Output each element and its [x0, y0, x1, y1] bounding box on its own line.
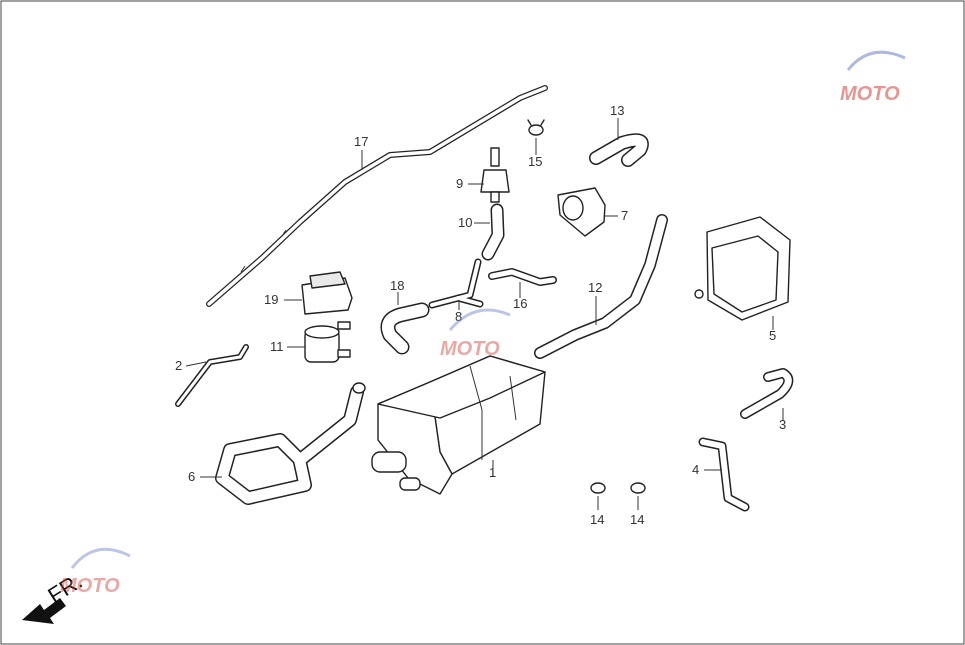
- callout-18: 18: [390, 278, 404, 293]
- callout-17: 17: [354, 134, 368, 149]
- callout-8: 8: [455, 309, 462, 324]
- watermark-text: MOTO: [840, 83, 900, 105]
- callout-3: 3: [779, 417, 786, 432]
- watermark-text: MOTO: [440, 338, 500, 360]
- callout-15: 15: [528, 154, 542, 169]
- callout-2: 2: [175, 358, 182, 373]
- callout-4: 4: [692, 462, 699, 477]
- part-4-bent-rod: [698, 437, 750, 512]
- callout-11: 11: [270, 339, 284, 354]
- part-12-long-pipe: [534, 214, 668, 359]
- watermark-bottom-left: MOTO: [60, 547, 131, 597]
- part-13-u-hose: [589, 133, 649, 167]
- part-5-cover: [694, 216, 791, 321]
- part-9-fuel-filter: [480, 147, 510, 203]
- watermark-center: MOTO: [440, 308, 511, 360]
- part-15-clip: [527, 119, 545, 136]
- callout-6: 6: [188, 469, 195, 484]
- part-17-long-hose: [206, 85, 548, 307]
- part-6-loop-pipe: [215, 382, 366, 505]
- callout-14-right: 14: [630, 512, 644, 527]
- part-8-y-joint: [428, 258, 484, 309]
- part-14-clips: [590, 482, 646, 494]
- part-1-canister: [371, 355, 546, 495]
- part-19-valve: [301, 271, 353, 315]
- part-2-strip: [175, 344, 249, 407]
- callout-7: 7: [621, 208, 628, 223]
- part-7-bracket: [557, 187, 606, 237]
- callout-10: 10: [458, 215, 472, 230]
- front-arrow-icon: [22, 598, 66, 624]
- part-3-hook-hose: [740, 368, 794, 419]
- part-11-solenoid: [304, 321, 351, 363]
- callout-9: 9: [456, 176, 463, 191]
- watermark-text: MOTO: [60, 575, 120, 597]
- part-18-elbow-hose: [380, 302, 430, 355]
- callout-5: 5: [769, 328, 776, 343]
- watermark-swoosh-icon: [448, 308, 511, 331]
- leader-lines: [185, 118, 784, 510]
- callout-13: 13: [610, 103, 624, 118]
- watermark-swoosh-icon: [70, 547, 131, 569]
- callout-12: 12: [588, 280, 602, 295]
- part-10-bent-hose: [481, 203, 505, 261]
- watermark-swoosh-icon: [846, 50, 906, 71]
- callout-16: 16: [513, 296, 527, 311]
- callout-19: 19: [264, 292, 278, 307]
- part-16-short-hose: [488, 268, 557, 286]
- callout-1: 1: [489, 465, 496, 480]
- watermark-top-right: MOTO: [840, 50, 906, 105]
- callout-14-left: 14: [590, 512, 604, 527]
